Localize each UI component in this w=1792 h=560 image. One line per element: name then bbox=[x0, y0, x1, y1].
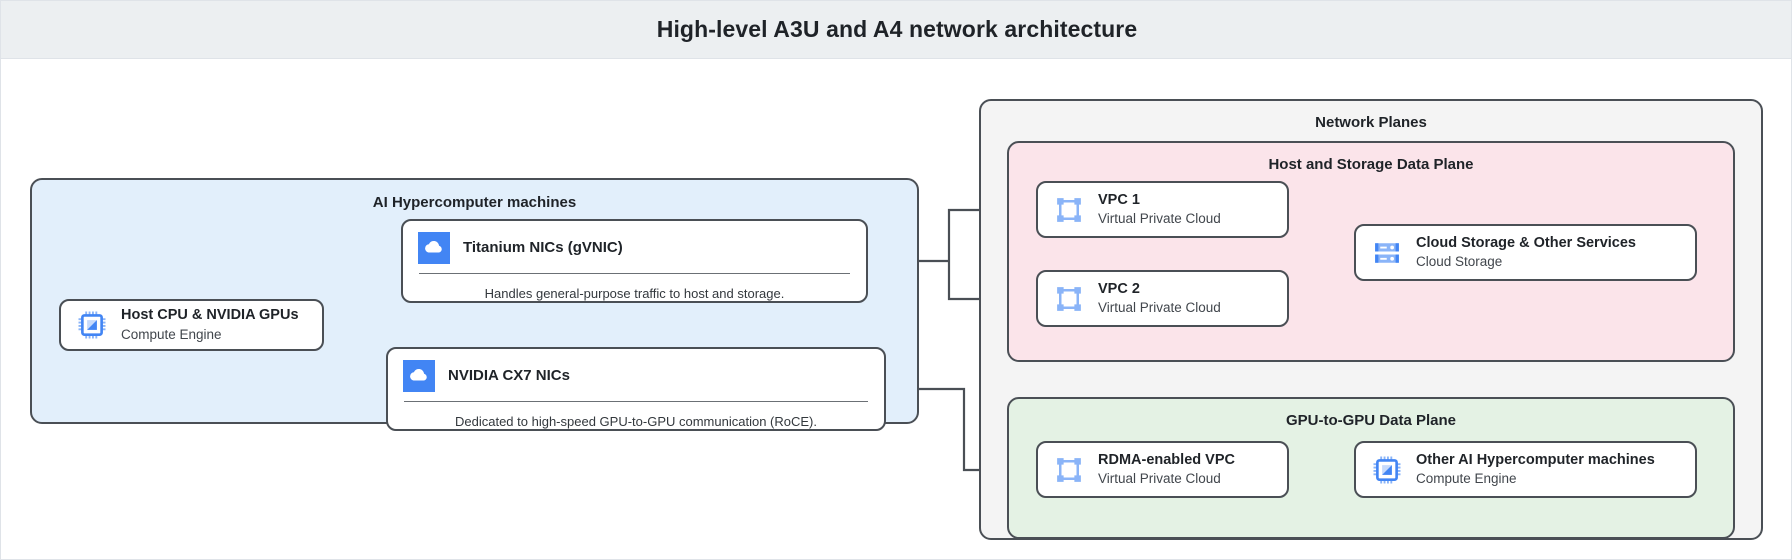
node-vpc-2[interactable]: VPC 2 Virtual Private Cloud bbox=[1036, 270, 1289, 327]
node-title: VPC 2 bbox=[1098, 280, 1140, 297]
node-title: Host CPU & NVIDIA GPUs bbox=[121, 307, 299, 324]
node-title: Cloud Storage & Other Services bbox=[1416, 234, 1636, 251]
cloud-icon bbox=[402, 359, 436, 393]
node-text: VPC 1 Virtual Private Cloud bbox=[1098, 191, 1221, 229]
node-title: VPC 1 bbox=[1098, 191, 1140, 208]
cloud-storage-icon bbox=[1370, 236, 1404, 270]
node-titanium-nics[interactable]: Titanium NICs (gVNIC) Handles general-pu… bbox=[401, 219, 868, 303]
node-text: RDMA-enabled VPC Virtual Private Cloud bbox=[1098, 451, 1235, 489]
node-title: Other AI Hypercomputer machines bbox=[1416, 451, 1655, 468]
node-subtitle: Virtual Private Cloud bbox=[1098, 211, 1221, 227]
node-text: Other AI Hypercomputer machines Compute … bbox=[1416, 451, 1655, 489]
node-subtitle: Cloud Storage bbox=[1416, 254, 1503, 270]
divider bbox=[419, 273, 850, 274]
group-title-host-and-storage-data-plane: Host and Storage Data Plane bbox=[1268, 156, 1474, 173]
node-title: Titanium NICs (gVNIC) bbox=[463, 238, 623, 256]
node-row: VPC 1 Virtual Private Cloud bbox=[1038, 191, 1287, 229]
compute-engine-chip-icon bbox=[75, 308, 109, 342]
node-subtitle: Virtual Private Cloud bbox=[1098, 471, 1221, 487]
diagram-canvas: AI Hypercomputer machines Network Planes… bbox=[1, 59, 1791, 559]
node-subtitle: Compute Engine bbox=[1416, 471, 1517, 487]
node-nvidia-cx7-nics[interactable]: NVIDIA CX7 NICs Dedicated to high-speed … bbox=[386, 347, 886, 431]
group-title-network-planes: Network Planes bbox=[1315, 114, 1427, 131]
node-subtitle: Virtual Private Cloud bbox=[1098, 300, 1221, 316]
node-subtitle: Compute Engine bbox=[121, 326, 222, 342]
node-vpc-1[interactable]: VPC 1 Virtual Private Cloud bbox=[1036, 181, 1289, 238]
node-row: VPC 2 Virtual Private Cloud bbox=[1038, 280, 1287, 318]
compute-engine-chip-icon bbox=[1370, 453, 1404, 487]
page-title: High-level A3U and A4 network architectu… bbox=[656, 16, 1138, 42]
node-title: RDMA-enabled VPC bbox=[1098, 451, 1235, 468]
node-host-cpu-nvidia-gpus[interactable]: Host CPU & NVIDIA GPUs Compute Engine bbox=[59, 299, 324, 351]
group-title-gpu-to-gpu-data-plane: GPU-to-GPU Data Plane bbox=[1285, 412, 1457, 429]
node-text: Cloud Storage & Other Services Cloud Sto… bbox=[1416, 234, 1636, 272]
node-row: NVIDIA CX7 NICs bbox=[388, 357, 884, 393]
page-header: High-level A3U and A4 network architectu… bbox=[1, 1, 1791, 59]
divider bbox=[404, 401, 868, 402]
node-text: Host CPU & NVIDIA GPUs Compute Engine bbox=[121, 306, 299, 344]
node-text: NVIDIA CX7 NICs bbox=[448, 366, 570, 386]
node-text: VPC 2 Virtual Private Cloud bbox=[1098, 280, 1221, 318]
node-title: NVIDIA CX7 NICs bbox=[448, 366, 570, 384]
node-row: Other AI Hypercomputer machines Compute … bbox=[1356, 451, 1695, 489]
node-text: Titanium NICs (gVNIC) bbox=[463, 238, 623, 258]
node-other-ai-hypercomputer-machines[interactable]: Other AI Hypercomputer machines Compute … bbox=[1354, 441, 1697, 498]
vpc-icon bbox=[1052, 282, 1086, 316]
node-row: RDMA-enabled VPC Virtual Private Cloud bbox=[1038, 451, 1287, 489]
node-row: Host CPU & NVIDIA GPUs Compute Engine bbox=[61, 306, 322, 344]
node-rdma-enabled-vpc[interactable]: RDMA-enabled VPC Virtual Private Cloud bbox=[1036, 441, 1289, 498]
cloud-icon bbox=[417, 231, 451, 265]
node-description: Handles general-purpose traffic to host … bbox=[484, 286, 785, 301]
node-cloud-storage-and-other-services[interactable]: Cloud Storage & Other Services Cloud Sto… bbox=[1354, 224, 1697, 281]
vpc-icon bbox=[1052, 193, 1086, 227]
node-row: Titanium NICs (gVNIC) bbox=[403, 229, 866, 265]
vpc-icon bbox=[1052, 453, 1086, 487]
node-description: Dedicated to high-speed GPU-to-GPU commu… bbox=[455, 414, 817, 429]
group-title-ai-hypercomputer-machines: AI Hypercomputer machines bbox=[372, 194, 577, 211]
node-row: Cloud Storage & Other Services Cloud Sto… bbox=[1356, 234, 1695, 272]
